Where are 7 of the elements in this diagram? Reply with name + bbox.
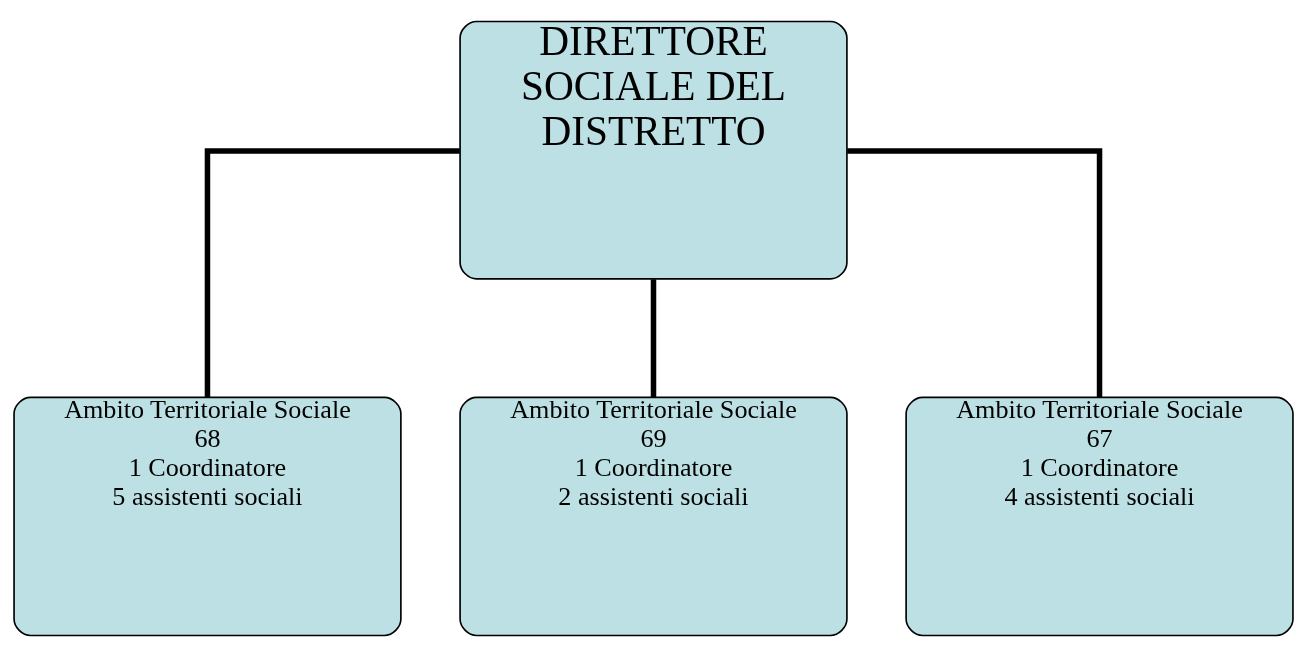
connector: [204, 148, 460, 398]
node-box: DIRETTORE SOCIALE DEL DISTRETTO: [459, 20, 848, 280]
connector: [847, 148, 1103, 398]
connector: [650, 279, 657, 398]
node-box: Ambito Territoriale Sociale 67 1 Coordinatore 4 assistenti sociali: [905, 396, 1294, 637]
node-box: Ambito Territoriale Sociale 68 1 Coordinatore 5 assistenti sociali: [13, 396, 402, 637]
node-box: Ambito Territoriale Sociale 69 1 Coordinatore 2 assistenti sociali: [459, 396, 848, 637]
